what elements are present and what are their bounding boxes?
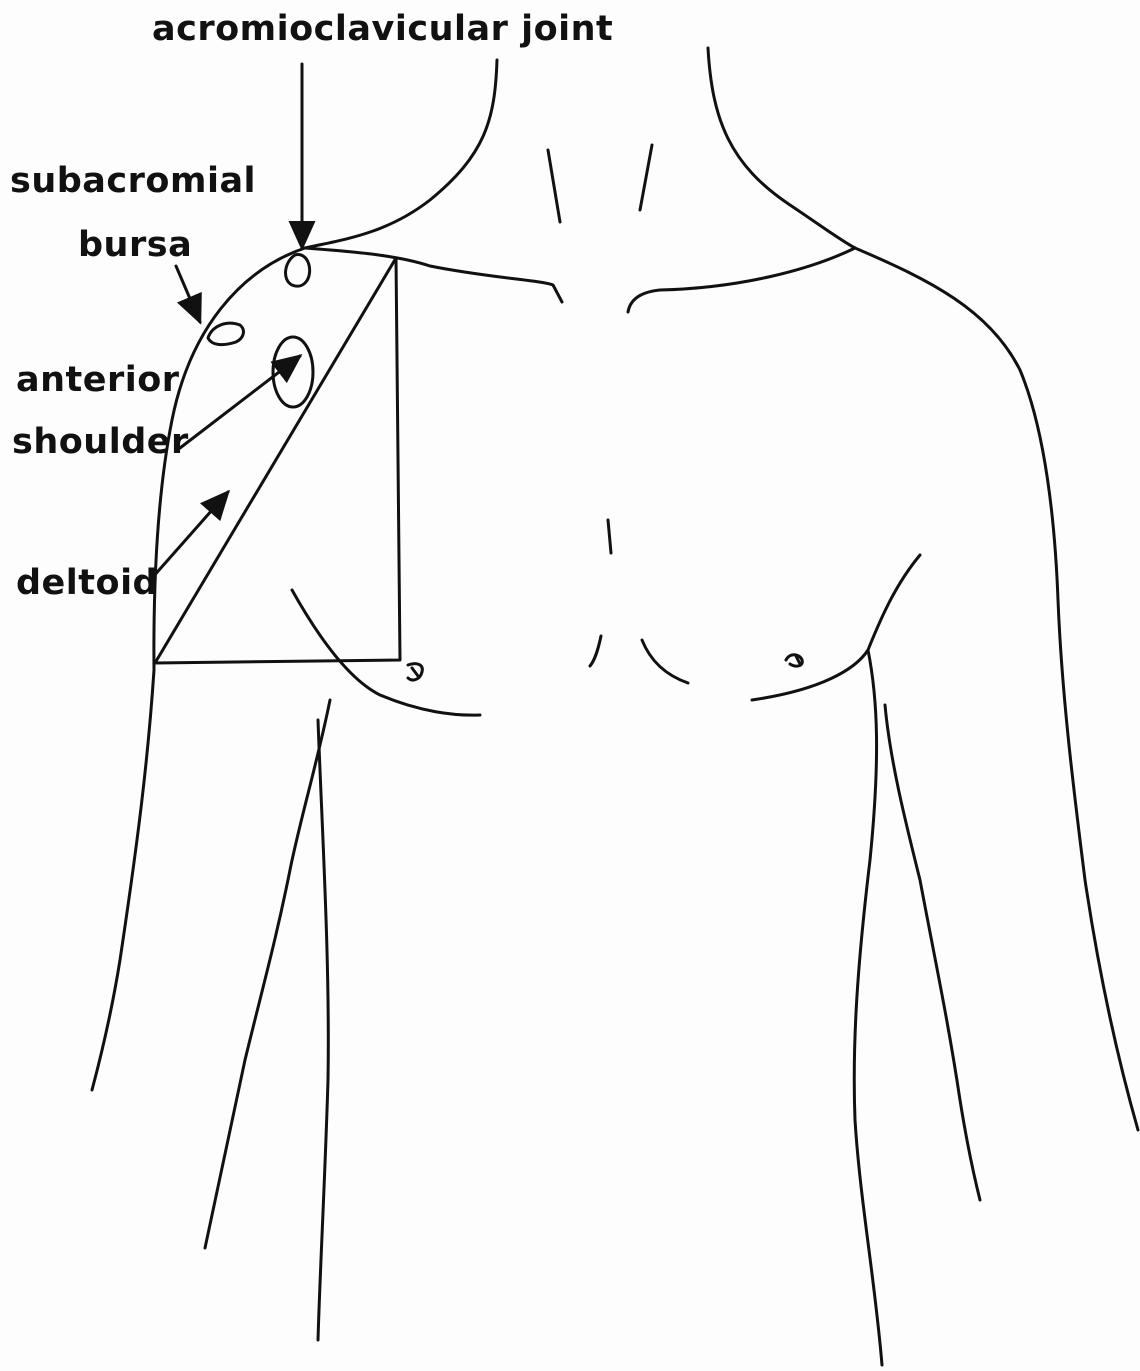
right-nipple	[786, 655, 802, 666]
torso-left-side	[318, 720, 328, 1340]
acromioclavicular-joint-label: acromioclavicular joint	[152, 12, 613, 47]
subacromial-label: subacromial	[10, 164, 256, 199]
neck-right	[708, 48, 855, 248]
neck-left	[305, 60, 497, 248]
neck-muscle-right	[640, 145, 652, 210]
anterior-label: anterior	[16, 363, 180, 398]
ac-joint-marker	[286, 254, 310, 286]
rib-mark-right	[642, 640, 688, 683]
left-clavicle	[305, 248, 562, 302]
shoulder-label: shoulder	[12, 425, 189, 460]
bursa-marker	[208, 323, 243, 344]
left-nipple	[408, 664, 422, 680]
deltoid-arrow	[152, 492, 228, 578]
neck-muscle-left	[548, 150, 560, 222]
left-pectoral	[292, 590, 480, 715]
rib-mark-left	[590, 636, 601, 666]
torso-right-side	[854, 650, 882, 1365]
bursa-arrow	[176, 266, 200, 322]
right-clavicle	[628, 248, 855, 312]
right-pectoral	[752, 555, 920, 700]
right-arm-inner	[885, 705, 980, 1200]
sternum-mark	[608, 520, 611, 553]
right-arm-outer	[855, 248, 1138, 1130]
deltoid-triangle	[155, 258, 400, 663]
bursa-label: bursa	[78, 228, 192, 263]
left-arm-inner	[205, 700, 330, 1248]
deltoid-label: deltoid	[16, 566, 158, 601]
